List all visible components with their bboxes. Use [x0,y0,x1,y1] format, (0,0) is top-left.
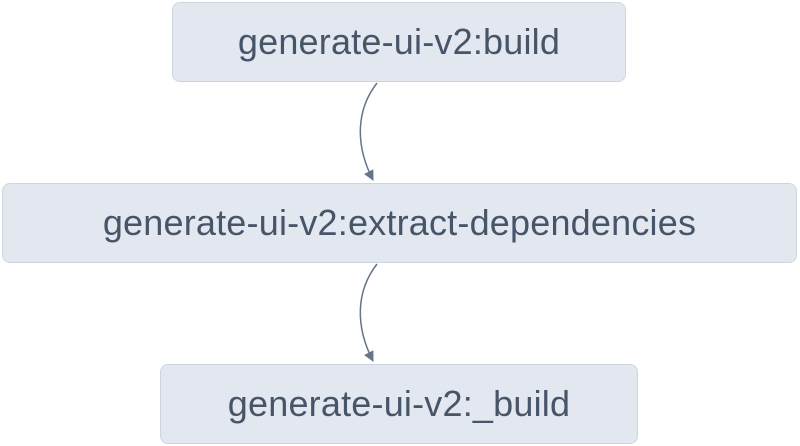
node-generate-ui-v2-extract-dependencies[interactable]: generate-ui-v2:extract-dependencies [2,183,797,263]
node-label: generate-ui-v2:_build [227,383,571,424]
edge-build-to-extract [359,82,378,181]
node-generate-ui-v2-build[interactable]: generate-ui-v2:build [172,2,626,82]
edge-extract-to-underscore-build [359,263,378,362]
node-label: generate-ui-v2:build [237,21,561,62]
node-label: generate-ui-v2:extract-dependencies [102,202,697,243]
node-generate-ui-v2-underscore-build[interactable]: generate-ui-v2:_build [160,364,638,444]
